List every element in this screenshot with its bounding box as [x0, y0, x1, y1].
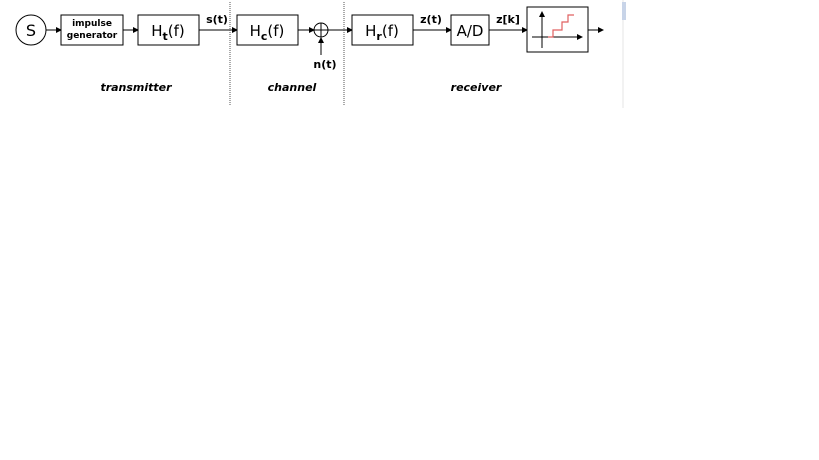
tx-filter-label: Ht(f): [151, 22, 185, 43]
rx-filter-block: Hr(f): [351, 14, 414, 46]
channel-filter-label: Hc(f): [250, 22, 285, 43]
section-label-channel: channel: [268, 81, 317, 94]
channel-filter-block: Hc(f): [236, 14, 299, 46]
impulse-generator-block: impulse generator: [60, 14, 124, 46]
adc-label: A/D: [457, 22, 484, 40]
source-label: S: [26, 21, 36, 40]
source-node: S: [15, 14, 47, 46]
quantizer-staircase: [548, 14, 574, 38]
adc-block: A/D: [450, 14, 490, 46]
impulse-generator-label-line2: generator: [67, 31, 118, 41]
signal-label-z-k: z[k]: [496, 13, 520, 26]
signal-label-n-t: n(t): [313, 58, 336, 71]
signal-label-z-t: z(t): [420, 13, 442, 26]
rx-filter-label: Hr(f): [365, 22, 399, 43]
impulse-generator-label-line1: impulse: [72, 19, 112, 29]
signal-label-s-t: s(t): [206, 13, 228, 26]
section-label-transmitter: transmitter: [100, 81, 172, 94]
scrollbar-thumb[interactable]: [622, 2, 626, 20]
quantizer-block: [526, 6, 589, 53]
adder-node: [313, 22, 329, 38]
section-label-receiver: receiver: [451, 81, 502, 94]
tx-filter-block: Ht(f): [137, 14, 200, 46]
